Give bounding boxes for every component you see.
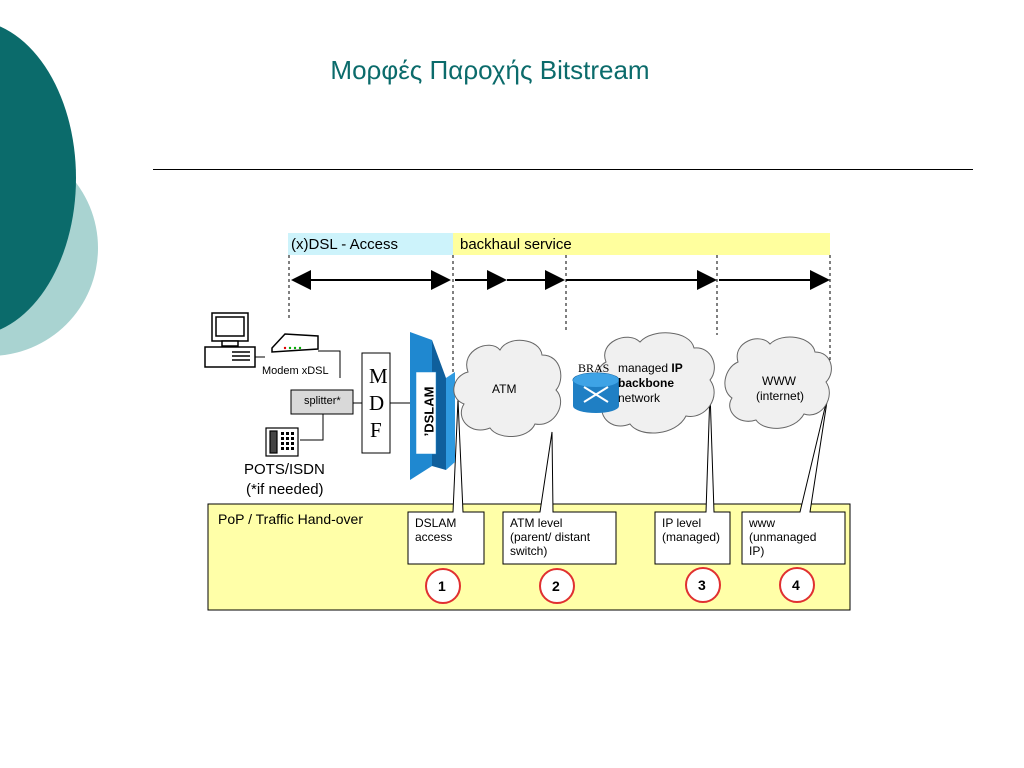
router-icon bbox=[572, 372, 620, 413]
dslam-text: DSLAM bbox=[421, 386, 437, 433]
bras-label: BRAS bbox=[578, 361, 610, 375]
dslam-icon bbox=[410, 332, 455, 480]
www-cloud bbox=[724, 336, 832, 429]
segment-dividers bbox=[288, 255, 831, 380]
backhaul-band bbox=[453, 233, 830, 255]
pots-label: POTS/ISDN bbox=[244, 461, 325, 478]
splitter-label: splitter* bbox=[304, 395, 341, 407]
backhaul-band-label: backhaul service bbox=[460, 236, 572, 253]
modem-icon bbox=[271, 333, 319, 353]
dslam-label: ’DSLAM bbox=[422, 387, 437, 437]
marker-1 bbox=[425, 568, 461, 604]
dark-teal-circle bbox=[0, 26, 76, 330]
www-cloud-sub: (internet) bbox=[756, 389, 805, 403]
atm-cloud bbox=[453, 339, 562, 437]
atm-cloud-label: ATM bbox=[492, 382, 517, 396]
marker-4 bbox=[779, 567, 815, 603]
page-title: Μορφές Παροχής Bitstream bbox=[330, 55, 650, 85]
mdf-box bbox=[361, 352, 391, 454]
computer-icon bbox=[204, 312, 256, 368]
www-cloud-label: WWW bbox=[762, 374, 796, 388]
phone-icon bbox=[265, 427, 299, 457]
ip-bold-text: IP bbox=[671, 361, 683, 375]
callout-4-text: www (unmanaged IP) bbox=[749, 516, 817, 558]
callout-1-text: DSLAM access bbox=[415, 516, 457, 544]
access-band bbox=[288, 233, 453, 255]
marker-3-number: 3 bbox=[698, 577, 706, 593]
marker-4-number: 4 bbox=[792, 577, 800, 593]
callouts bbox=[407, 391, 846, 565]
splitter-box bbox=[290, 389, 354, 415]
ip-cloud-line3: network bbox=[618, 391, 661, 405]
pots-note: (*if needed) bbox=[246, 481, 324, 498]
ip-managed-text: managed bbox=[618, 361, 669, 375]
marker-2-number: 2 bbox=[552, 578, 560, 594]
access-band-label: (x)DSL - Access bbox=[291, 236, 398, 253]
mdf-letter-m: M bbox=[369, 364, 388, 388]
modem-label: Modem xDSL bbox=[262, 365, 329, 377]
marker-2 bbox=[539, 568, 575, 604]
callout-3-text: IP level (managed) bbox=[662, 516, 721, 544]
background-decoration bbox=[0, 26, 98, 356]
ip-cloud-line2: backbone bbox=[618, 376, 675, 390]
handover-title: PoP / Traffic Hand-over bbox=[218, 511, 363, 527]
marker-1-number: 1 bbox=[438, 578, 446, 594]
ip-cloud-line1: managed IP bbox=[618, 361, 683, 375]
number-markers bbox=[425, 567, 815, 604]
mdf-letter-d: D bbox=[369, 391, 385, 415]
mdf-letter-f: F bbox=[370, 418, 382, 442]
dslam-quote: ’ bbox=[421, 432, 437, 437]
title-divider bbox=[153, 169, 973, 170]
marker-3 bbox=[685, 567, 721, 603]
callout-2-text: ATM level (parent/ distant switch) bbox=[510, 516, 591, 558]
